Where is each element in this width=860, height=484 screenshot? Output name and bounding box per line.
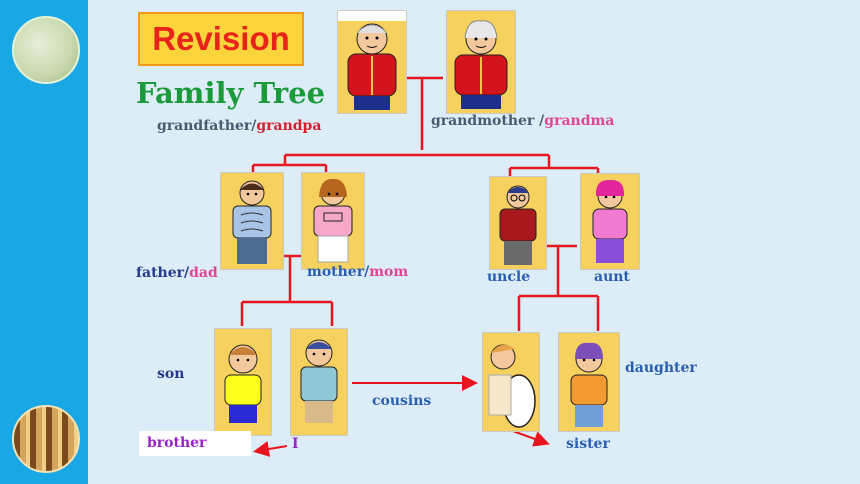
- grandfather-portrait: [337, 10, 407, 114]
- uncle-label: uncle: [487, 269, 531, 285]
- revision-banner: Revision: [138, 12, 304, 66]
- grandmother-portrait: [446, 10, 516, 114]
- brother-arrow: [253, 441, 288, 457]
- uncle-portrait: [489, 176, 547, 270]
- left-sidebar: [0, 0, 88, 484]
- brother-label: brother: [139, 431, 251, 456]
- cousins-label: cousins: [372, 393, 432, 409]
- sister-label: sister: [566, 436, 610, 452]
- grandmother-label: grandmother /grandma: [431, 113, 615, 129]
- revision-title: Revision: [152, 20, 290, 57]
- daughter-label: daughter: [625, 360, 697, 376]
- father-label: father/dad: [136, 265, 218, 281]
- father-portrait: [220, 172, 284, 270]
- mother-portrait: [301, 172, 365, 270]
- sister-arrow: [509, 429, 550, 447]
- son-label: son: [157, 366, 185, 382]
- page-title: Family Tree: [136, 76, 326, 110]
- aunt-portrait: [580, 173, 640, 270]
- me-portrait: [290, 328, 348, 436]
- mother-label: mother/mom: [307, 264, 409, 280]
- brother-portrait: [214, 328, 272, 436]
- decorative-wood-bottom-icon: [12, 405, 80, 473]
- me-label: I: [292, 436, 299, 452]
- decorative-pattern-top-icon: [12, 16, 80, 84]
- grandfather-label: grandfather/grandpa: [157, 118, 322, 134]
- cousin-portrait: [482, 332, 540, 432]
- sister-portrait: [558, 332, 620, 432]
- aunt-label: aunt: [594, 269, 630, 285]
